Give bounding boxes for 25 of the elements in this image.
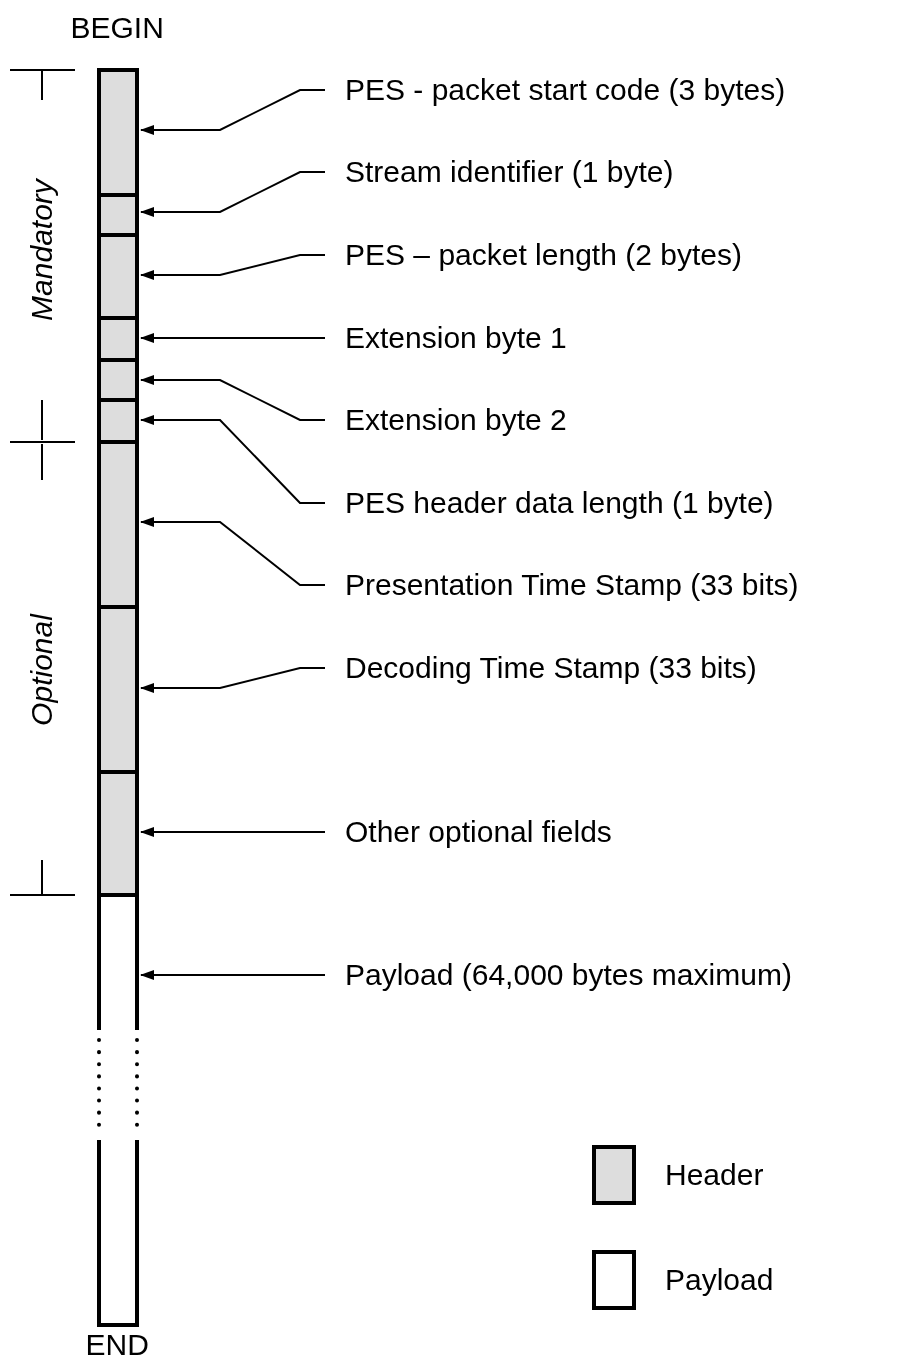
field-label: PES header data length (1 byte) <box>325 485 774 521</box>
field-label: Other optional fields <box>325 814 612 850</box>
leader-arrow <box>140 667 326 693</box>
field-label: PES – packet length (2 bytes) <box>325 237 742 273</box>
payload-segment <box>97 893 139 1327</box>
leader-arrow <box>140 970 326 980</box>
leader-arrow <box>140 517 326 586</box>
field-label: Presentation Time Stamp (33 bits) <box>325 567 799 603</box>
legend-label: Header <box>665 1157 764 1193</box>
legend-label: Payload <box>665 1262 774 1298</box>
leader-arrow <box>140 415 326 504</box>
leader-arrow <box>140 333 326 343</box>
leader-arrow <box>140 254 326 280</box>
leader-arrow <box>140 375 326 421</box>
leader-arrow <box>140 89 326 135</box>
leader-arrow <box>140 171 326 217</box>
begin-label: BEGIN <box>70 10 164 46</box>
field-label: Extension byte 2 <box>325 402 567 438</box>
field-label: PES - packet start code (3 bytes) <box>325 72 786 108</box>
field-label: Extension byte 1 <box>325 320 567 356</box>
end-label: END <box>85 1327 149 1362</box>
field-label: Payload (64,000 bytes maximum) <box>325 957 792 993</box>
field-label: Stream identifier (1 byte) <box>325 154 674 190</box>
field-label: Decoding Time Stamp (33 bits) <box>325 650 757 686</box>
leader-arrow <box>140 827 326 837</box>
